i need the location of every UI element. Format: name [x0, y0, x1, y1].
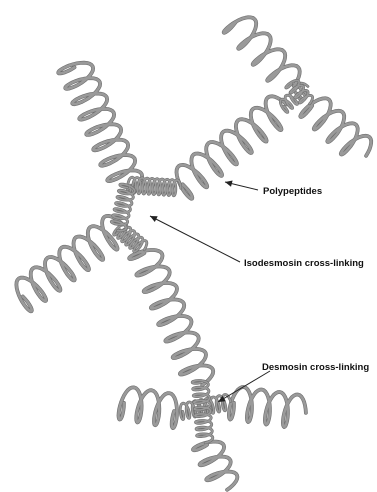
label-isodesmosin-cross-linking: Isodesmosin cross-linking: [244, 258, 364, 269]
polypeptide-helices: [16, 17, 371, 490]
helix-left-lower: [16, 216, 122, 311]
helix-bottom-right: [229, 387, 306, 427]
label-desmosin-cross-linking: Desmosin cross-linking: [262, 362, 369, 373]
label-polypeptides: Polypeptides: [263, 186, 322, 197]
arrow-polypeptides-head: [225, 181, 233, 187]
helix-upper-right-a-shadow: [224, 17, 300, 86]
helix-bottom-tail: [193, 442, 237, 490]
helix-upper-right-a: [224, 17, 300, 86]
helix-upper-left: [58, 63, 142, 191]
helix-upper-right-b: [300, 98, 371, 156]
helix-left-lower-shadow: [16, 216, 122, 311]
arrow-desmosin-line: [218, 371, 270, 402]
